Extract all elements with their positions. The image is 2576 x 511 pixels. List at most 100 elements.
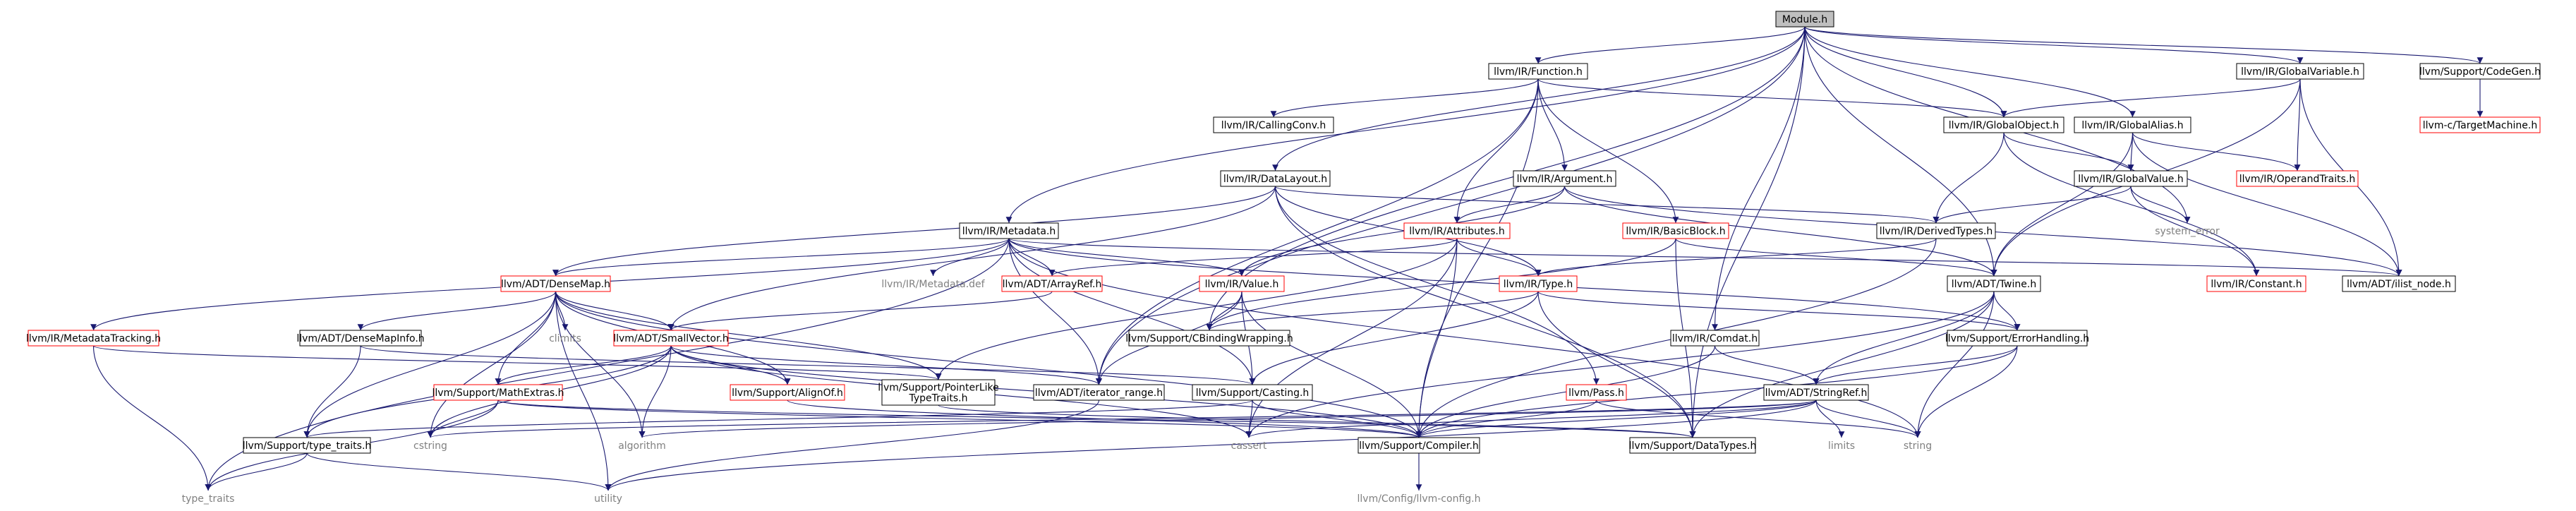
- node-label-datalayout: llvm/IR/DataLayout.h: [1223, 174, 1327, 185]
- edge-errorhandling-to-stringref: [1813, 345, 2018, 385]
- node-label-globalobject: llvm/IR/GlobalObject.h: [1949, 120, 2060, 131]
- node-codegen[interactable]: llvm/Support/CodeGen.h: [2419, 63, 2541, 80]
- node-cstring: cstring: [413, 440, 447, 452]
- node-label-globalvalue: llvm/IR/GlobalValue.h: [2078, 174, 2183, 185]
- node-casting[interactable]: llvm/Support/Casting.h: [1192, 384, 1313, 401]
- node-system_error: system_error: [2155, 226, 2220, 237]
- node-label-value: llvm/IR/Value.h: [1205, 279, 1279, 290]
- edge-stringref-to-compiler: [1415, 399, 1817, 438]
- node-label-utility: utility: [594, 493, 622, 505]
- edge-globalalias-to-twine: [1990, 132, 2134, 277]
- node-iterator_range[interactable]: llvm/ADT/iterator_range.h: [1033, 384, 1165, 401]
- node-datalayout[interactable]: llvm/IR/DataLayout.h: [1220, 170, 1331, 187]
- node-box-densemapinfo: [299, 330, 422, 347]
- node-metadatatracking[interactable]: llvm/IR/MetadataTracking.h: [26, 330, 161, 347]
- edge-errorhandling-to-compiler: [1415, 345, 2018, 438]
- node-errorhandling[interactable]: llvm/Support/ErrorHandling.h: [1945, 330, 2089, 347]
- node-label-arrayref: llvm/ADT/ArrayRef.h: [1003, 279, 1102, 290]
- node-globalvariable[interactable]: llvm/IR/GlobalVariable.h: [2236, 63, 2364, 80]
- edge-metadatatracking-to-type_traits: [92, 345, 212, 491]
- node-module[interactable]: Module.h: [1775, 11, 1834, 28]
- node-label-system_error: system_error: [2155, 226, 2220, 237]
- node-box-pointerliketypetraits: [881, 379, 996, 406]
- node-alignof[interactable]: llvm/Support/AlignOf.h: [730, 384, 845, 401]
- node-box-ilist_node: [2342, 275, 2456, 292]
- node-label-limits: limits: [1828, 440, 1855, 452]
- edge-densemap-to-compiler: [555, 291, 1422, 438]
- node-globalobject[interactable]: llvm/IR/GlobalObject.h: [1943, 116, 2064, 133]
- node-type_traits_h[interactable]: llvm/Support/type_traits.h: [243, 437, 372, 454]
- edge-stringref-to-string: [1815, 399, 1921, 438]
- edge-module-to-function: [1535, 26, 1806, 64]
- node-box-module: [1775, 11, 1834, 28]
- node-basicblock[interactable]: llvm/IR/BasicBlock.h: [1622, 222, 1729, 239]
- node-smallvector[interactable]: llvm/ADT/SmallVector.h: [613, 330, 729, 347]
- edge-function-to-compiler: [1415, 78, 1539, 438]
- node-box-densemap: [500, 275, 611, 292]
- node-targetmachine[interactable]: llvm-c/TargetMachine.h: [2419, 116, 2541, 133]
- edge-casting-to-compiler: [1252, 399, 1422, 438]
- edge-attributes-to-arrayref: [1048, 238, 1458, 277]
- node-climits: climits: [549, 333, 581, 344]
- edge-densemap-to-pointerliketypetraits: [555, 291, 942, 380]
- node-label-comdat: llvm/IR/Comdat.h: [1672, 333, 1758, 344]
- node-label-twine: llvm/ADT/Twine.h: [1952, 279, 2036, 290]
- node-box-datalayout: [1220, 170, 1331, 187]
- node-label-cbindingwrapping: llvm/Support/CBindingWrapping.h: [1125, 333, 1293, 344]
- node-label-attributes: llvm/IR/Attributes.h: [1409, 226, 1504, 237]
- edge-module-to-datatypes: [1689, 26, 1806, 438]
- node-label-compiler: llvm/Support/Compiler.h: [1359, 440, 1479, 452]
- node-argument[interactable]: llvm/IR/Argument.h: [1513, 170, 1616, 187]
- node-arrayref[interactable]: llvm/ADT/ArrayRef.h: [1001, 275, 1103, 292]
- node-globalalias[interactable]: llvm/IR/GlobalAlias.h: [2074, 116, 2191, 133]
- node-label-string: string: [1904, 440, 1932, 452]
- edge-type_traits_h-to-utility: [306, 452, 612, 491]
- edge-function-to-iterator_range: [1096, 78, 1539, 385]
- edge-stringref-to-utility: [605, 399, 1817, 491]
- node-box-value: [1199, 275, 1285, 292]
- edge-densemapinfo-to-type_traits_h: [303, 345, 361, 438]
- node-algorithm: algorithm: [618, 440, 666, 452]
- edge-module-to-globalvariable: [1804, 26, 2304, 64]
- node-densemapinfo[interactable]: llvm/ADT/DenseMapInfo.h: [296, 330, 425, 347]
- node-ilist_node[interactable]: llvm/ADT/ilist_node.h: [2342, 275, 2456, 292]
- node-box-derivedtypes: [1876, 222, 1996, 239]
- node-cbindingwrapping[interactable]: llvm/Support/CBindingWrapping.h: [1125, 330, 1293, 347]
- node-box-arrayref: [1001, 275, 1103, 292]
- node-mathextras[interactable]: llvm/Support/MathExtras.h: [432, 384, 564, 401]
- edge-datalayout-to-densemap: [552, 186, 1276, 277]
- node-operandtraits[interactable]: llvm/IR/OperandTraits.h: [2236, 170, 2359, 187]
- edge-argument-to-twine: [1564, 186, 1997, 277]
- node-derivedtypes[interactable]: llvm/IR/DerivedTypes.h: [1876, 222, 1996, 239]
- edge-pass-to-string: [1595, 399, 1921, 438]
- node-type[interactable]: llvm/IR/Type.h: [1499, 275, 1578, 292]
- node-densemap[interactable]: llvm/ADT/DenseMap.h: [500, 275, 611, 292]
- node-value[interactable]: llvm/IR/Value.h: [1199, 275, 1285, 292]
- node-constant[interactable]: llvm/IR/Constant.h: [2206, 275, 2306, 292]
- node-datatypes[interactable]: llvm/Support/DataTypes.h: [1629, 437, 1757, 454]
- node-comdat[interactable]: llvm/IR/Comdat.h: [1670, 330, 1760, 347]
- node-label-errorhandling: llvm/Support/ErrorHandling.h: [1945, 333, 2089, 344]
- edge-globalvariable-to-globalobject: [2000, 78, 2301, 118]
- node-label-operandtraits: llvm/IR/OperandTraits.h: [2239, 174, 2355, 185]
- node-label-globalvariable: llvm/IR/GlobalVariable.h: [2241, 66, 2359, 78]
- edge-comdat-to-stringref: [1714, 345, 1820, 385]
- node-callingconv[interactable]: llvm/IR/CallingConv.h: [1213, 116, 1334, 133]
- node-compiler[interactable]: llvm/Support/Compiler.h: [1357, 437, 1480, 454]
- edge-twine-to-cassert: [1245, 291, 1995, 438]
- node-box-callingconv: [1213, 116, 1334, 133]
- node-stringref[interactable]: llvm/ADT/StringRef.h: [1763, 384, 1869, 401]
- node-globalvalue[interactable]: llvm/IR/GlobalValue.h: [2074, 170, 2188, 187]
- edge-stringref-to-algorithm: [639, 399, 1817, 438]
- node-box-comdat: [1670, 330, 1760, 347]
- node-metadata[interactable]: llvm/IR/Metadata.h: [959, 222, 1059, 239]
- node-twine[interactable]: llvm/ADT/Twine.h: [1947, 275, 2041, 292]
- edge-stringref-to-cstring: [428, 399, 1817, 438]
- edge-globalobject-to-constant: [2003, 132, 2260, 277]
- node-function[interactable]: llvm/IR/Function.h: [1488, 63, 1588, 80]
- edge-twine-to-errorhandling: [1993, 291, 2021, 331]
- node-attributes[interactable]: llvm/IR/Attributes.h: [1403, 222, 1511, 239]
- node-pass[interactable]: llvm/Pass.h: [1566, 384, 1627, 401]
